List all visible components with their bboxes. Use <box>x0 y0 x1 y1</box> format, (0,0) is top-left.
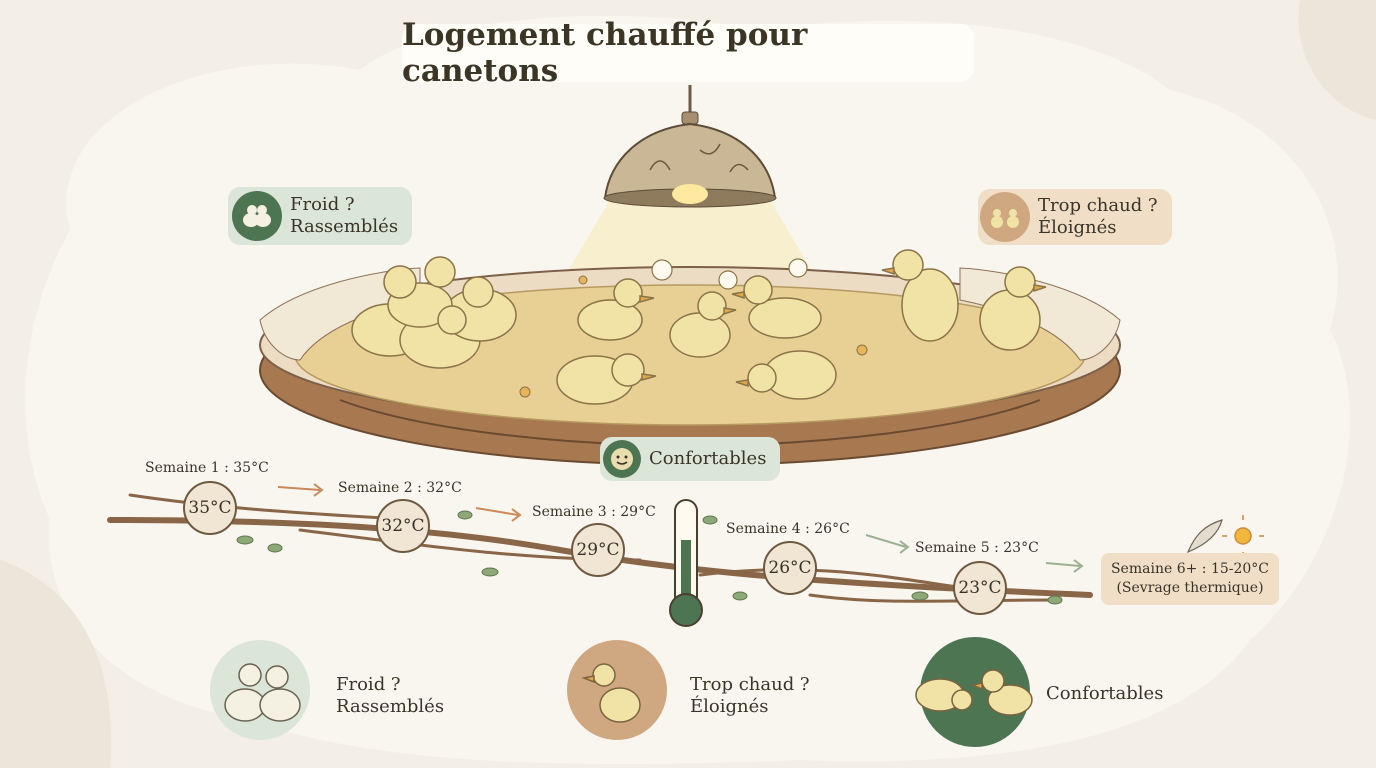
temp-medal-3: 29°C <box>571 523 625 577</box>
legend-hot-label: Trop chaud ? Éloignés <box>690 674 810 717</box>
callout-cold-label: Froid ? Rassemblés <box>290 194 399 237</box>
callout-hot: Trop chaud ? Éloignés <box>978 189 1172 245</box>
duckling-icon-comfort <box>915 669 1033 716</box>
flower-decoration <box>519 275 868 398</box>
speech-bubbles <box>651 258 808 290</box>
callout-cold: Froid ? Rassemblés <box>228 187 413 245</box>
duckling-icon-hot <box>581 663 641 723</box>
legend-cold-circle <box>210 640 310 740</box>
week-label-2: Semaine 2 : 32°C <box>338 480 462 496</box>
duckling-group-hot <box>881 249 1047 351</box>
temp-medal-5: 23°C <box>953 561 1007 615</box>
duckling-group-comfortable <box>556 275 837 405</box>
temp-medal-2: 32°C <box>376 499 430 553</box>
background-corner-right <box>1298 0 1376 120</box>
final-stage-box: Semaine 6+ : 15-20°C (Sevrage thermique) <box>1101 553 1279 605</box>
smile-icon <box>603 440 641 478</box>
week-label-4: Semaine 4 : 26°C <box>726 521 850 537</box>
arrow-icon <box>277 483 1084 573</box>
temp-medal-4: 26°C <box>763 541 817 595</box>
thermometer-icon <box>669 499 703 627</box>
duckling-cluster-cold <box>351 256 517 369</box>
background-corner <box>0 560 112 768</box>
week-label-3: Semaine 3 : 29°C <box>532 504 656 520</box>
callout-hot-label: Trop chaud ? Éloignés <box>1038 195 1158 238</box>
legend-comfort-circle <box>920 637 1030 747</box>
callout-comfort-label: Confortables <box>649 448 767 469</box>
leaf-decoration <box>236 510 1063 605</box>
temp-medal-1: 35°C <box>183 481 237 535</box>
week-label-1: Semaine 1 : 35°C <box>145 460 269 476</box>
legend-comfort-label: Confortables <box>1046 683 1164 704</box>
duckling-icon <box>980 192 1030 242</box>
callout-comfort: Confortables <box>600 437 781 481</box>
feather-icon <box>1186 519 1223 554</box>
legend-cold-label: Froid ? Rassemblés <box>336 674 445 717</box>
page-title: Logement chauffé pour canetons <box>402 17 974 89</box>
branch-icon <box>107 493 1093 603</box>
duckling-icon <box>232 191 282 241</box>
week-label-5: Semaine 5 : 23°C <box>915 540 1039 556</box>
duckling-icon-cold <box>224 663 301 722</box>
lamp-icon <box>603 85 777 208</box>
